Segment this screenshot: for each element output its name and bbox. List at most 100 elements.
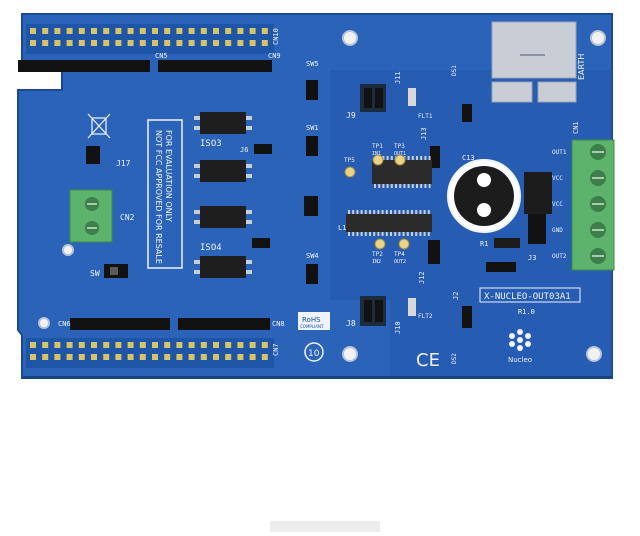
capacitor-c13: [447, 159, 521, 233]
mounting-hole: [38, 317, 50, 329]
header-cn8: [178, 318, 270, 330]
ic-pin: [427, 210, 430, 214]
header-pin: [127, 342, 134, 348]
jumper-block-j8: [360, 296, 386, 326]
header-pin: [127, 40, 134, 46]
cn5-label: CN5: [155, 52, 168, 60]
ds1-label: DS1: [451, 65, 458, 76]
j2-label: J2: [452, 292, 460, 300]
ic-pin: [382, 184, 385, 188]
jumper-right-top: [462, 104, 472, 122]
cn1-pin-label: VCC: [552, 201, 563, 208]
j11-label: J11: [394, 71, 402, 84]
header-pin: [42, 342, 49, 348]
header-pin: [139, 342, 146, 348]
ic-driver-bottom: [346, 210, 432, 236]
nucleo-brand-text: Nucleo: [508, 356, 532, 364]
header-pin: [225, 40, 232, 46]
ic-pin: [398, 210, 401, 214]
ic-pin: [390, 232, 392, 236]
header-pin: [115, 354, 122, 360]
ic-pin: [374, 184, 376, 188]
ic-pin: [407, 156, 410, 160]
chip-lead: [246, 210, 252, 214]
cn8-label: CN8: [272, 320, 285, 328]
chip-lead: [246, 220, 252, 224]
header-pin: [249, 354, 256, 360]
ic-pin: [364, 210, 367, 214]
l1-label: L1: [338, 224, 346, 232]
product-label-box: [479, 287, 581, 303]
cn1-pin-label: GND: [552, 227, 563, 234]
header-pin: [30, 354, 36, 360]
header-pin: [30, 28, 36, 34]
header-pin: [91, 28, 97, 34]
header-pin: [200, 40, 207, 46]
tp-out1: OUT1: [394, 151, 406, 157]
test-point: [394, 154, 406, 166]
ic-pin: [373, 232, 376, 236]
ic-pin: [411, 184, 414, 188]
header-pin: [176, 28, 183, 34]
isolator-column: [194, 112, 252, 278]
ic-pin: [394, 232, 397, 236]
test-point: [344, 166, 356, 178]
header-pin: [176, 40, 183, 46]
j8-label: J8: [346, 319, 356, 328]
cn1-pin-label: VCC: [552, 175, 563, 182]
ic-pin: [390, 184, 393, 188]
header-pin: [103, 342, 110, 348]
header-pin: [66, 28, 73, 34]
ic-pin: [424, 156, 427, 160]
warning-box: [147, 119, 183, 269]
header-pin: [127, 354, 134, 360]
ic-pin: [416, 184, 418, 188]
header-pin: [200, 354, 207, 360]
chip-lead: [194, 220, 200, 224]
ic-pin: [356, 232, 359, 236]
top-pin-grid: [30, 28, 268, 46]
jumper-j6: [254, 144, 272, 154]
header-pin: [261, 40, 268, 46]
cn10-label: CN10: [272, 28, 280, 45]
product-label: X-NUCLEO-OUT03A1: [484, 292, 571, 302]
header-pin: [213, 354, 219, 360]
header-pin: [91, 354, 97, 360]
header-pin: [200, 28, 207, 34]
header-pin: [91, 342, 97, 348]
header-pin: [152, 342, 158, 348]
header-pin: [115, 342, 122, 348]
flt1-label: FLT1: [418, 113, 433, 120]
ic-pin: [415, 210, 418, 214]
ic-pin: [394, 210, 397, 214]
tp3-label: TP3: [394, 143, 405, 150]
ic-pin: [377, 210, 380, 214]
header-pin: [176, 354, 183, 360]
header-pin: [188, 28, 195, 34]
iso3-label: ISO3: [200, 139, 222, 149]
chip-lead: [194, 116, 200, 120]
header-pin: [188, 354, 195, 360]
bottom-pin-header: [26, 338, 274, 368]
earth-pad: [491, 21, 577, 103]
j9-label: J9: [346, 111, 356, 120]
header-pin: [54, 28, 61, 34]
ic-pin: [364, 232, 367, 236]
ic-pin: [428, 156, 431, 160]
chip-lead: [194, 210, 200, 214]
cn6-label: CN6: [58, 320, 71, 328]
mounting-hole: [590, 30, 606, 46]
ic-pin: [406, 232, 409, 236]
header-pin: [200, 342, 207, 348]
cn9-label: CN9: [268, 52, 281, 60]
weee-bin-symbol: [87, 113, 111, 139]
header-pin: [249, 28, 256, 34]
optocoupler-chip: [200, 256, 246, 278]
mounting-hole: [342, 346, 358, 362]
switch-sw4: [306, 264, 318, 284]
header-pin: [176, 342, 183, 348]
ic-pin: [386, 156, 389, 160]
tp-in1: IN1: [372, 151, 381, 157]
optocoupler-chip: [200, 206, 246, 228]
ic-pin: [369, 232, 371, 236]
